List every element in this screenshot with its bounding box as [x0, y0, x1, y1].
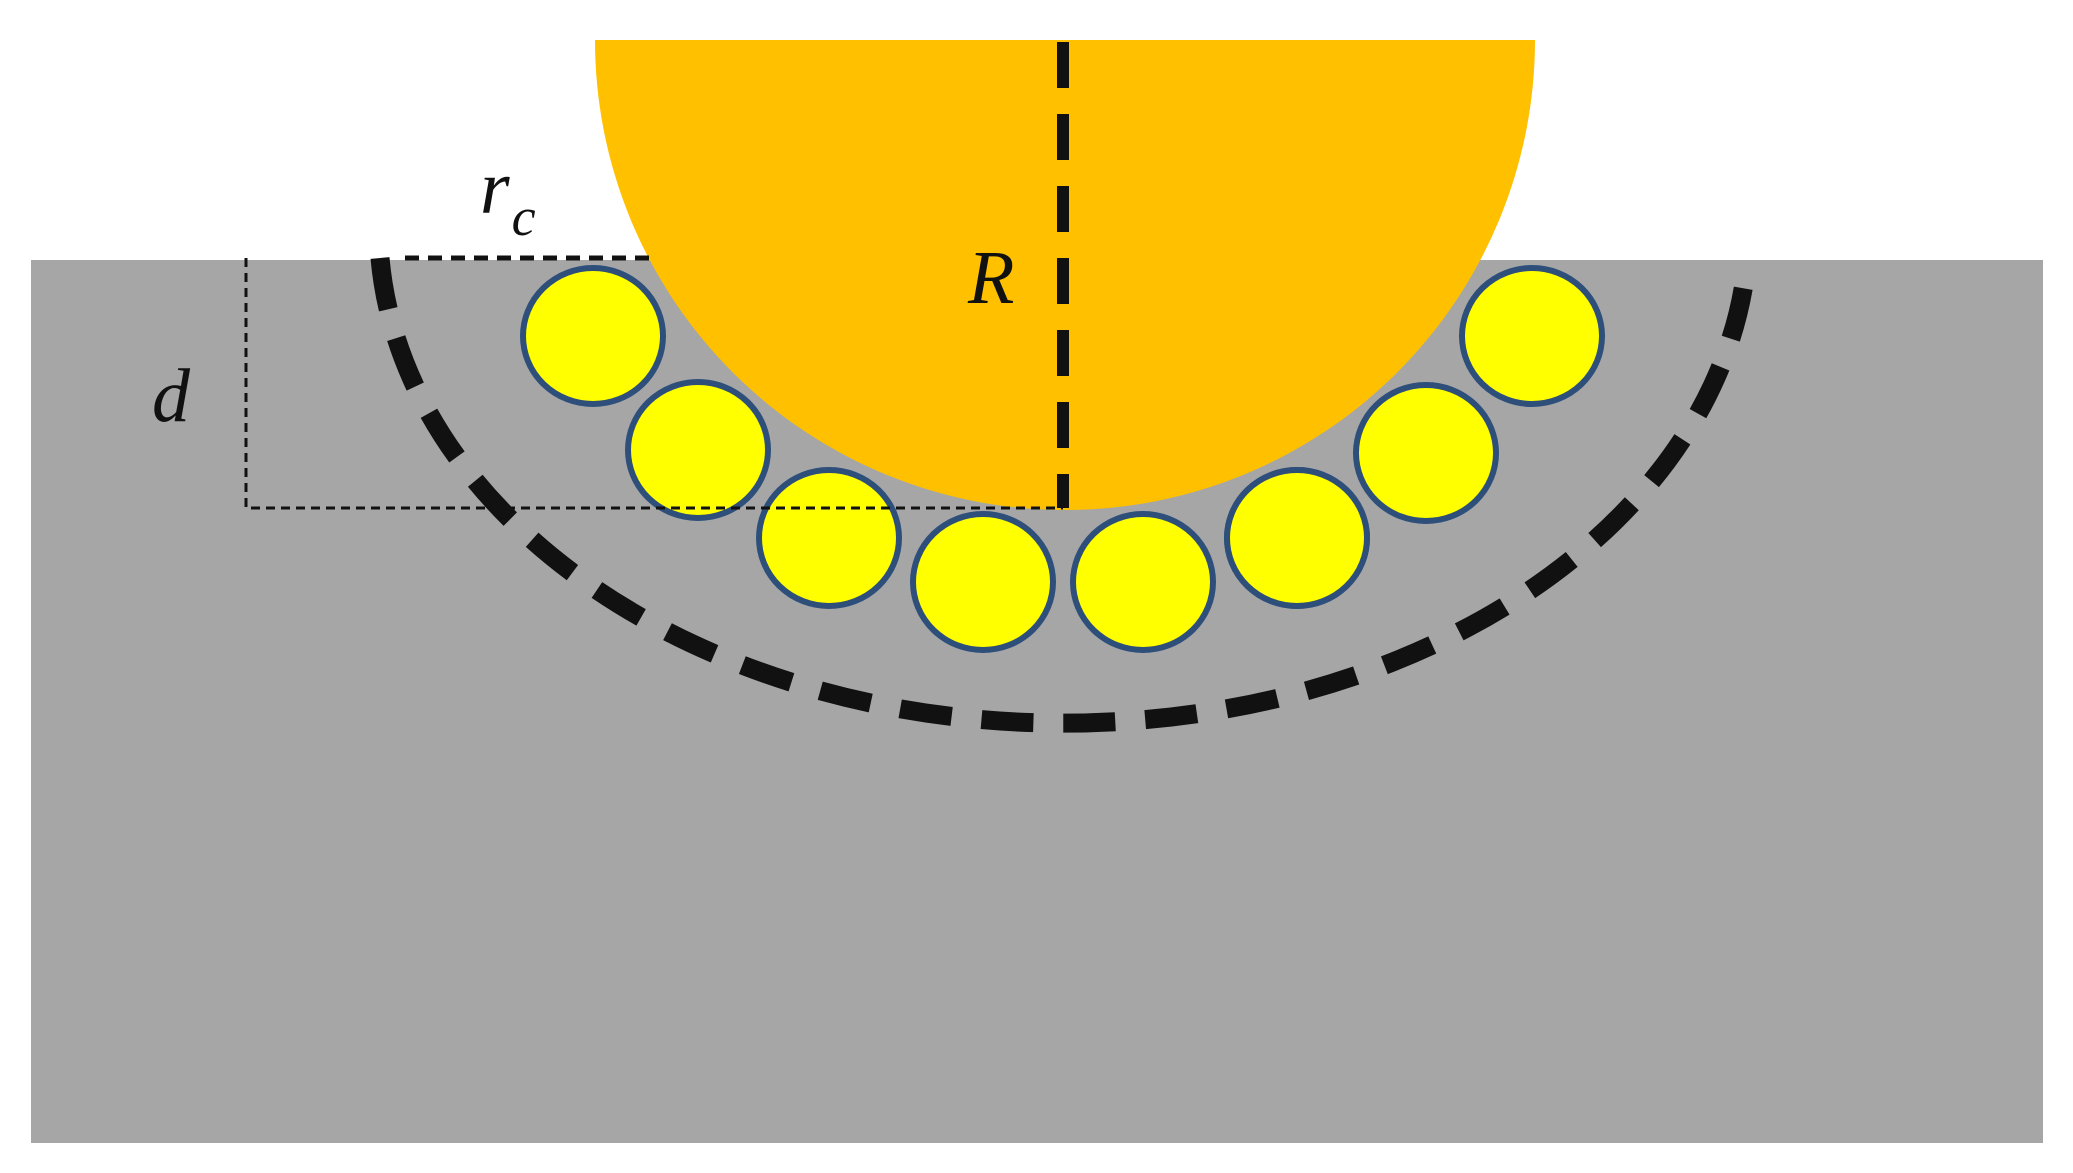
depth-label: d	[152, 354, 190, 438]
particle	[520, 265, 666, 407]
particle-layer	[520, 265, 1605, 653]
particle	[756, 467, 902, 609]
particle	[1224, 467, 1370, 609]
particle	[1353, 382, 1499, 524]
sphere-radius-label: R	[968, 236, 1015, 320]
particle	[1459, 265, 1605, 407]
contact-radius-label: rc	[480, 150, 536, 244]
plastic-zone-boundary	[370, 257, 1755, 733]
contact-radius-subscript: c	[511, 187, 536, 247]
particle	[1070, 511, 1216, 653]
particle	[910, 511, 1056, 653]
depth-bracket	[244, 258, 1063, 510]
contact-radius-base: r	[480, 146, 510, 230]
particle	[625, 379, 771, 521]
